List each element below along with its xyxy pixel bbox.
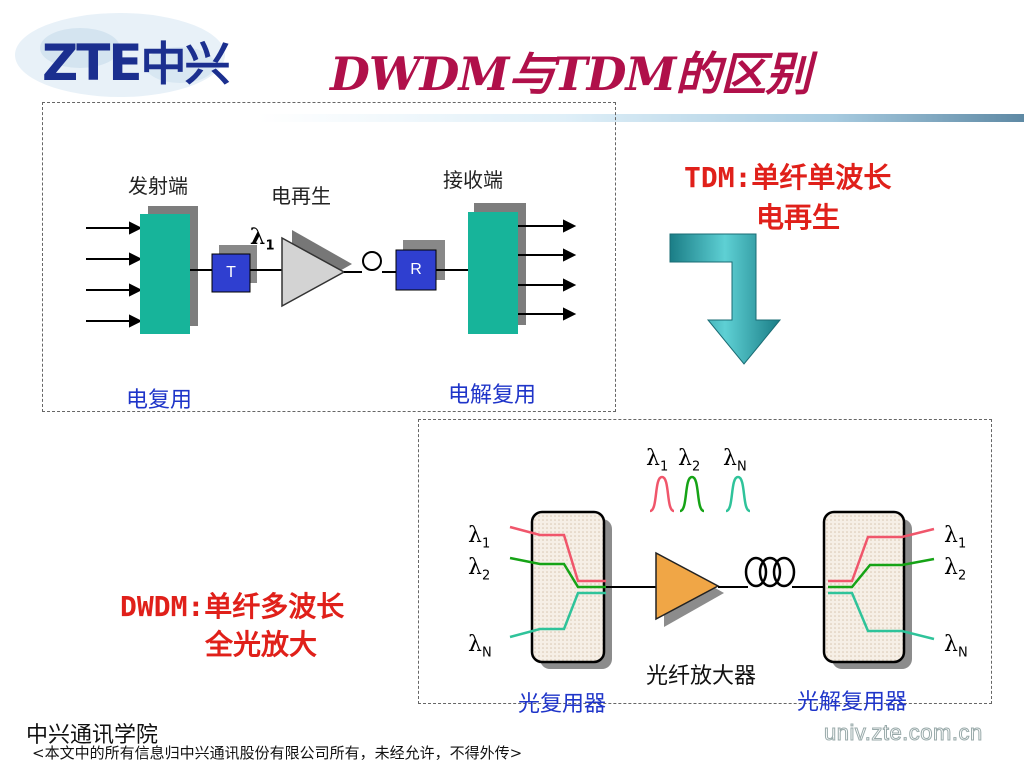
dwdm-note-line1: DWDM:单纤多波长 — [120, 590, 345, 623]
output-lambda-2: λ2 — [944, 555, 967, 584]
tdm-diagram — [86, 203, 577, 334]
tdm-amplifier — [281, 236, 346, 308]
dwdm-note-line2: 全光放大 — [205, 628, 318, 661]
title-underline-bar — [258, 114, 1024, 122]
input-lambda-n: λN — [468, 632, 492, 661]
tdm-note-line2: 电再生 — [756, 201, 841, 234]
top-lambda-n: λN — [723, 446, 747, 475]
transition-arrow — [669, 233, 782, 365]
tdm-note-line1: TDM:单纤单波长 — [684, 161, 892, 194]
fiber-coils — [744, 556, 796, 588]
footer-url: univ.zte.com.cn — [824, 720, 983, 746]
logo-latin: ZTE — [42, 34, 143, 92]
fiber-amplifier-label: 光纤放大器 — [646, 664, 757, 689]
footer-copyright: <本文中的所有信息归中兴通讯股份有限公司所有，未经允许，不得外传> — [32, 744, 523, 762]
footer-school: 中兴通讯学院 — [26, 723, 159, 748]
logo-text: ZTE中兴 — [42, 28, 231, 94]
receiver-box-label: R — [410, 261, 422, 278]
regenerator-label: 电再生 — [271, 184, 331, 208]
top-lambda-1: λ1 — [646, 446, 669, 475]
output-lambda-n: λN — [944, 632, 968, 661]
transmitter-box — [211, 253, 251, 293]
input-lambda-2: λ2 — [468, 555, 491, 584]
input-lambda-1: λ1 — [468, 523, 491, 552]
receiver-box — [395, 249, 437, 291]
optical-mux-label: 光复用器 — [518, 692, 607, 717]
transmitter-box-label: T — [226, 264, 236, 281]
fiber-coil — [362, 251, 382, 271]
tdm-lambda-label: λ1 — [250, 224, 275, 254]
receiver-label: 接收端 — [443, 168, 503, 192]
zte-logo — [15, 13, 225, 97]
optical-demux-label: 光解复用器 — [797, 690, 908, 715]
dwdm-diagram — [509, 475, 935, 669]
page-title: DWDM与TDM的区别 — [330, 47, 811, 101]
optical-demux — [822, 510, 906, 664]
dwdm-diagram-frame — [418, 419, 992, 704]
top-lambda-2: λ2 — [678, 446, 701, 475]
output-lambda-1: λ1 — [944, 523, 967, 552]
fiber-amplifier — [655, 551, 720, 621]
electrical-mux-label: 电复用 — [126, 388, 193, 413]
electrical-demux-label: 电解复用 — [448, 383, 537, 408]
tdm-demux-block — [468, 212, 518, 334]
tdm-mux-block — [140, 214, 190, 334]
logo-cn: 中兴 — [140, 37, 231, 91]
transmitter-label: 发射端 — [128, 174, 188, 198]
tdm-diagram-frame — [42, 102, 616, 412]
